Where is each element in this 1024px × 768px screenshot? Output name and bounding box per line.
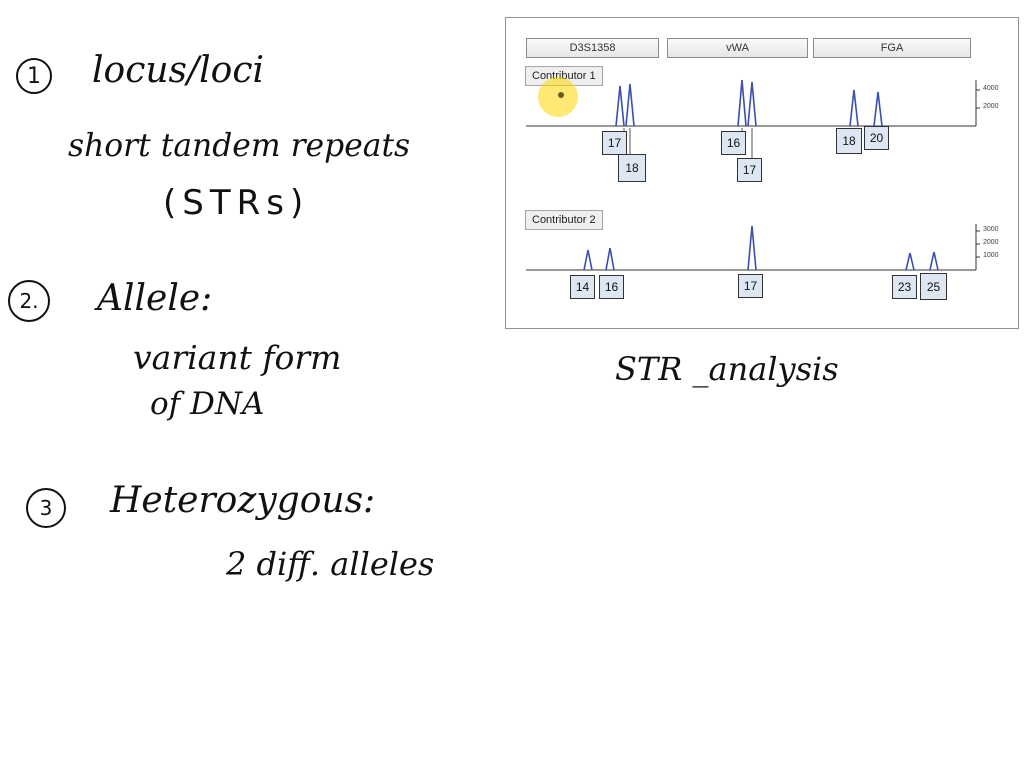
allele-c2-fga-25: 25 (920, 273, 947, 300)
allele-c1-d3s1358-17: 17 (602, 131, 627, 155)
item-3-number: 3 (26, 488, 66, 528)
peak-c2-vwa-17 (747, 225, 757, 271)
allele-c1-fga-20: 20 (864, 126, 889, 150)
allele-c2-vwa-17: 17 (738, 274, 763, 298)
figure-caption: STR _analysis (615, 350, 839, 388)
peak-c2-d3s1358-14 (583, 249, 593, 271)
peak-c1-vwa-17 (747, 81, 757, 127)
allele-c2-d3s1358-14: 14 (570, 275, 595, 299)
locus-header-fga: FGA (813, 38, 971, 58)
allele-c2-d3s1358-16: 16 (599, 275, 624, 299)
locus-header-d3s1358: D3S1358 (526, 38, 659, 58)
str-electropherogram-figure: D3S1358 vWA FGA Contributor 1 Contributo… (505, 17, 1019, 329)
allele-c1-fga-18: 18 (836, 128, 862, 154)
peak-c1-d3s1358-17 (615, 85, 625, 127)
item-2-definition-line-1: variant form (133, 338, 342, 377)
allele-c1-d3s1358-18: 18 (618, 154, 646, 182)
locus-header-vwa: vWA (667, 38, 808, 58)
item-2-number: 2. (8, 280, 50, 322)
allele-c2-fga-23: 23 (892, 275, 917, 299)
peak-c1-vwa-16 (737, 79, 747, 127)
item-1-abbreviation: (STRs) (163, 183, 310, 223)
allele-c1-vwa-17: 17 (737, 158, 762, 182)
allele-c1-vwa-16: 16 (721, 131, 746, 155)
c1-tick-4000: 4000 (983, 85, 999, 92)
peak-c2-d3s1358-16 (605, 247, 615, 271)
item-1-definition: short tandem repeats (68, 126, 411, 164)
item-1-term: locus/loci (92, 50, 265, 91)
peak-c1-d3s1358-18 (625, 83, 635, 127)
peak-c1-fga-18 (849, 89, 859, 127)
item-3-definition: 2 diff. alleles (226, 545, 435, 583)
peak-c2-fga-23 (905, 252, 915, 271)
c2-tick-2000: 2000 (983, 239, 999, 246)
peak-c1-fga-20 (873, 91, 883, 127)
peak-c2-fga-25 (929, 251, 939, 271)
c2-tick-1000: 1000 (983, 252, 999, 259)
item-1-number: 1 (16, 58, 52, 94)
electropherogram-traces (526, 79, 980, 271)
item-3-term: Heterozygous: (110, 480, 376, 521)
cursor-pointer-icon (558, 92, 564, 98)
c2-tick-3000: 3000 (983, 226, 999, 233)
contributor-2-label: Contributor 2 (525, 210, 603, 230)
item-2-definition-line-2: of DNA (150, 386, 265, 422)
item-2-term: Allele: (97, 278, 213, 319)
c1-tick-2000: 2000 (983, 103, 999, 110)
